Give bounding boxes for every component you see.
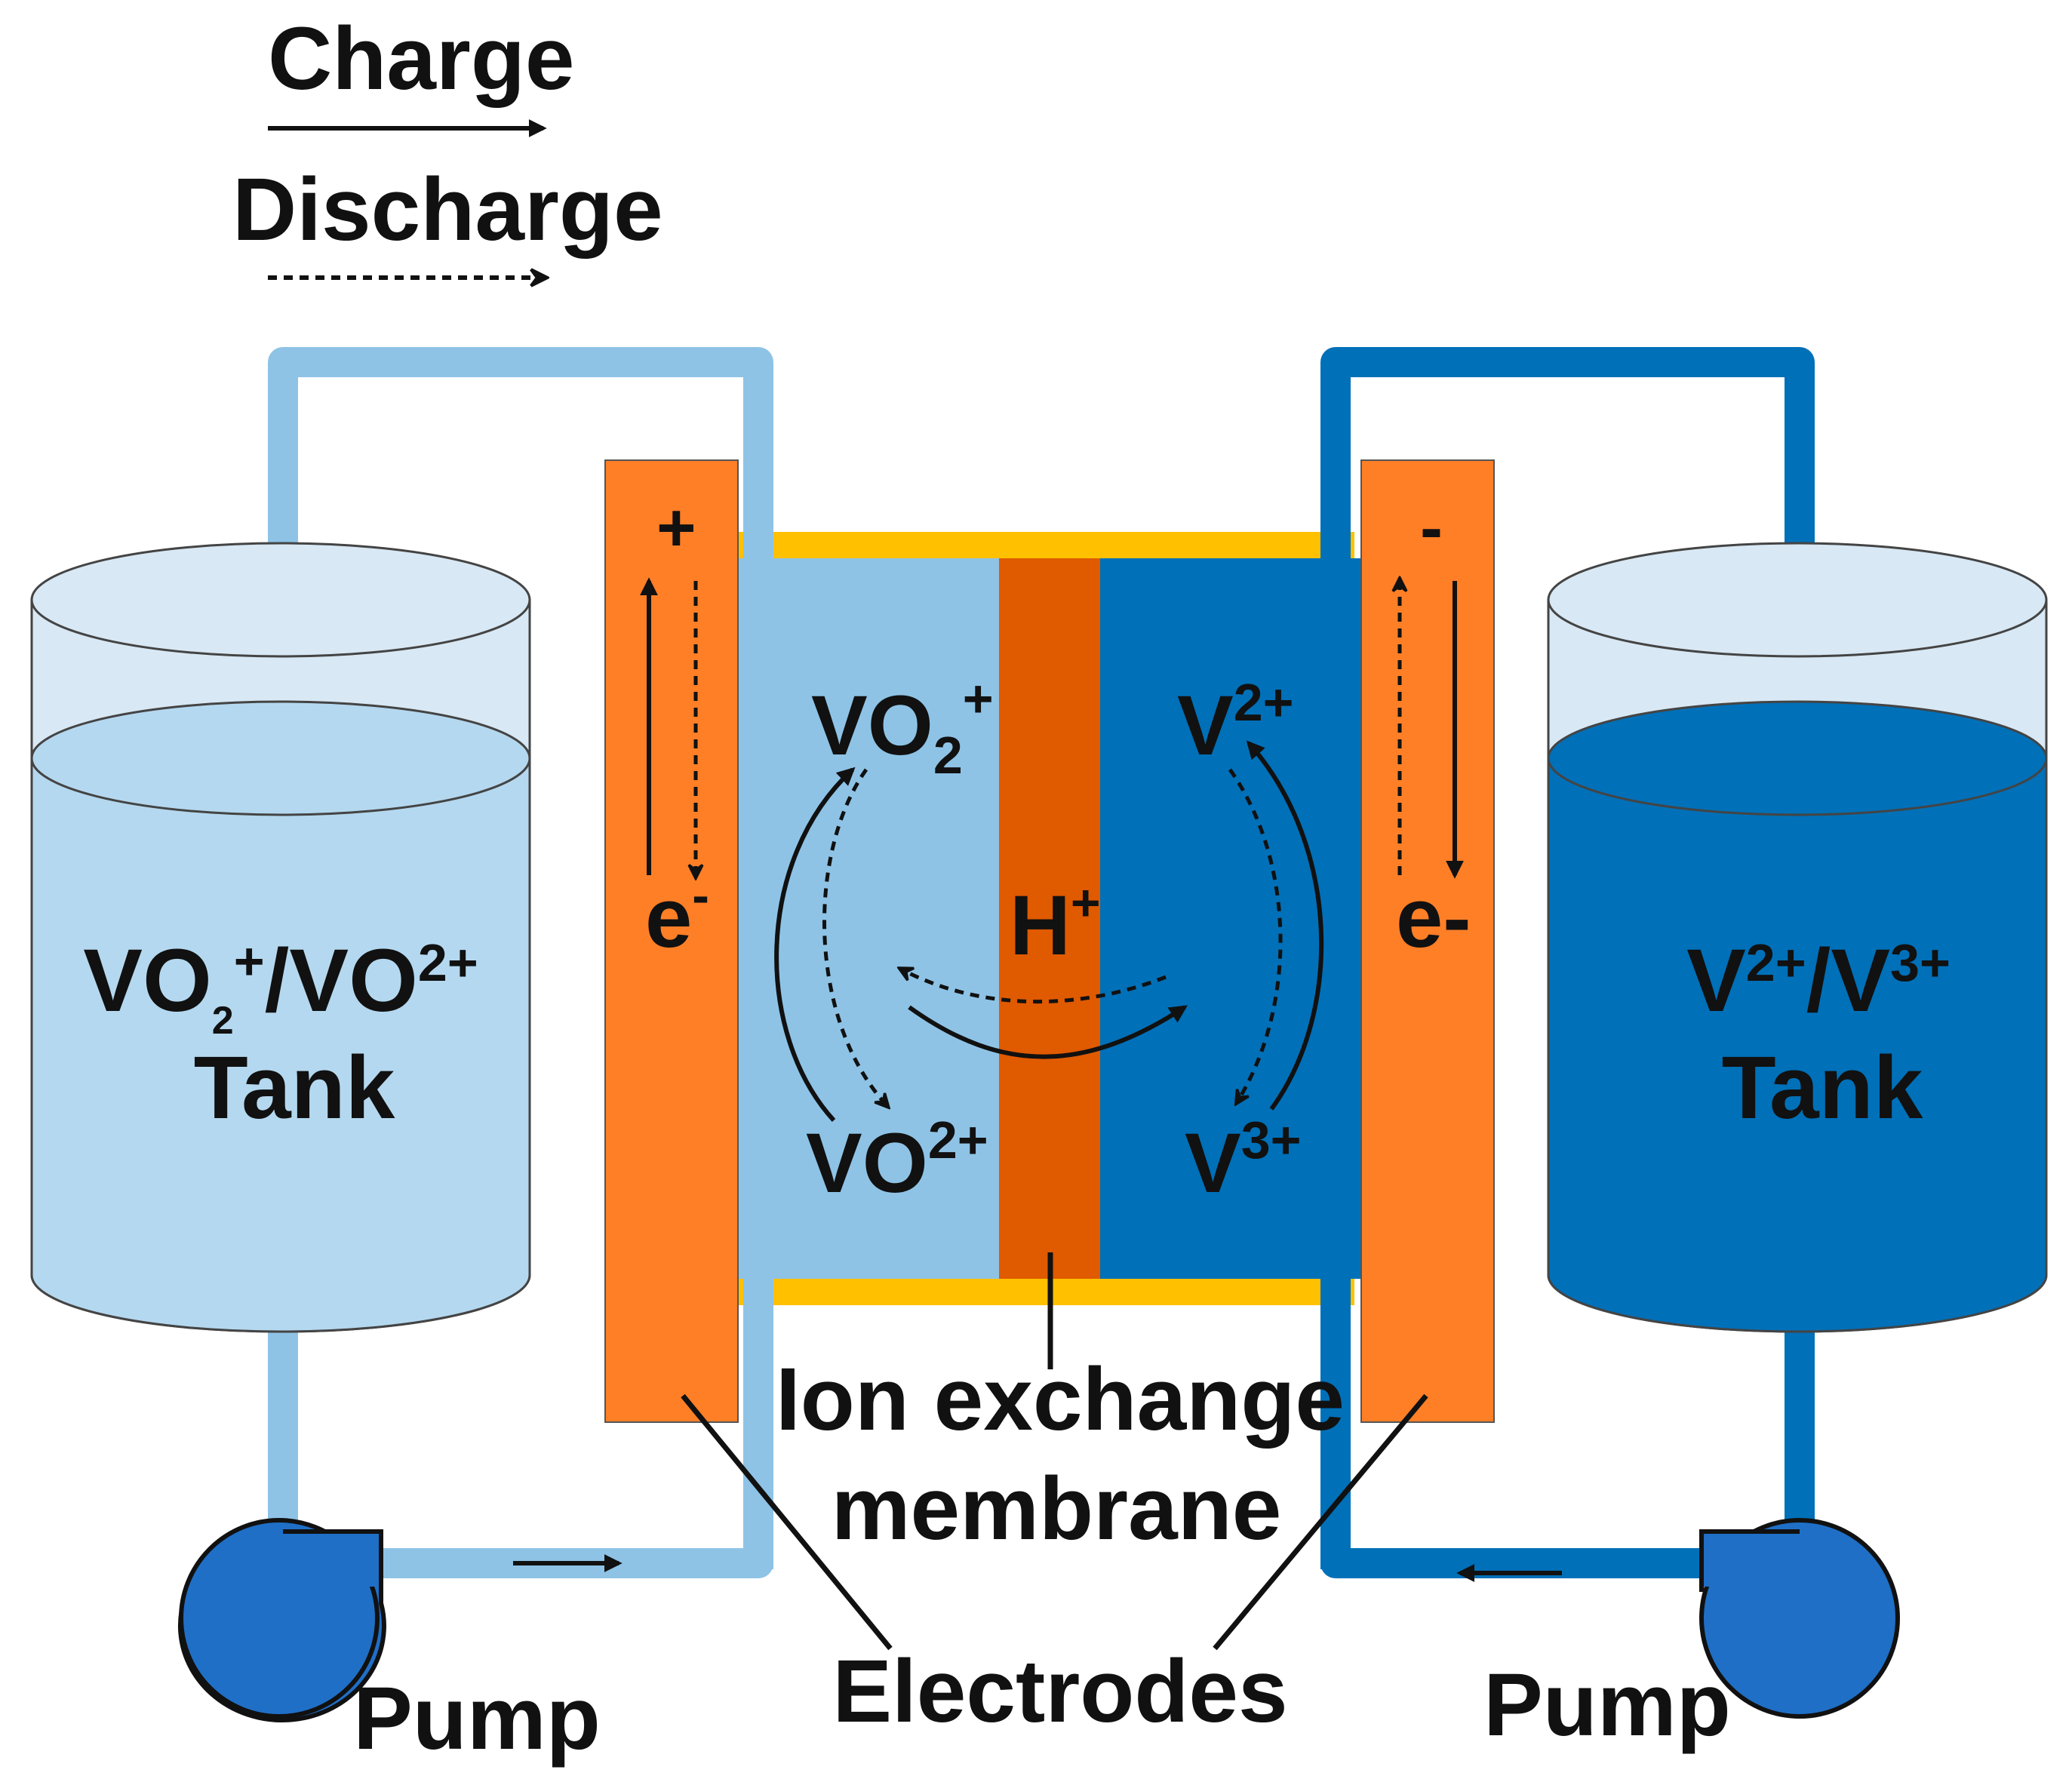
proton-label: H+ — [1010, 874, 1101, 972]
positive-electrode — [604, 459, 739, 1423]
bottom-gasket — [736, 1279, 1354, 1305]
left-electron-label: e- — [645, 867, 709, 965]
positive-discharge-arrow-icon — [822, 768, 887, 1105]
membrane-label-line2: membrane — [832, 1459, 1282, 1559]
minus-sign: - — [1420, 490, 1443, 566]
vo-2plus-label: VO2+ — [806, 1111, 988, 1210]
left-tank-species-label: VO2+/VO2+ — [83, 931, 478, 1043]
right-tank: V2+/V3+ Tank — [1547, 542, 2048, 1333]
negative-half-cell — [1100, 558, 1361, 1279]
left-tank: VO2+/VO2+ Tank — [30, 542, 531, 1333]
electrodes-leader-right — [1213, 1393, 1428, 1651]
right-tank-species-label: V2+/V3+ — [1686, 931, 1951, 1031]
right-tank-label: Tank — [1722, 1038, 1923, 1138]
left-tank-label: Tank — [194, 1038, 395, 1138]
proton-discharge-arrow-icon — [902, 969, 1167, 1004]
proton-charge-arrow-icon — [908, 1005, 1188, 1059]
positive-half-cell — [738, 558, 999, 1279]
negative-charge-arrow-icon — [1246, 740, 1324, 1111]
discharge-label: Discharge — [232, 160, 663, 260]
membrane — [999, 558, 1100, 1279]
electrodes-label: Electrodes — [832, 1642, 1287, 1741]
membrane-label-line1: Ion exchange — [776, 1350, 1345, 1449]
electrodes-leader-left — [681, 1393, 893, 1651]
right-electron-label: e- — [1396, 871, 1471, 965]
negative-discharge-arrow-icon — [1228, 768, 1283, 1102]
left-pump-icon — [177, 1518, 386, 1722]
right-pump-icon — [1699, 1518, 1900, 1719]
legend: Charge Discharge — [232, 9, 663, 278]
positive-charge-arrow-icon — [774, 767, 856, 1123]
vo2-plus-label: VO2+ — [811, 669, 994, 785]
charge-label: Charge — [268, 9, 575, 109]
v2-plus-label: V2+ — [1177, 673, 1294, 773]
plus-sign: + — [656, 490, 696, 566]
left-pump-label: Pump — [353, 1669, 601, 1768]
right-pump-label: Pump — [1483, 1655, 1731, 1755]
top-gasket — [736, 532, 1354, 558]
cell — [604, 459, 1495, 1423]
negative-electrode — [1360, 459, 1495, 1423]
v3-plus-label: V3+ — [1185, 1111, 1302, 1210]
